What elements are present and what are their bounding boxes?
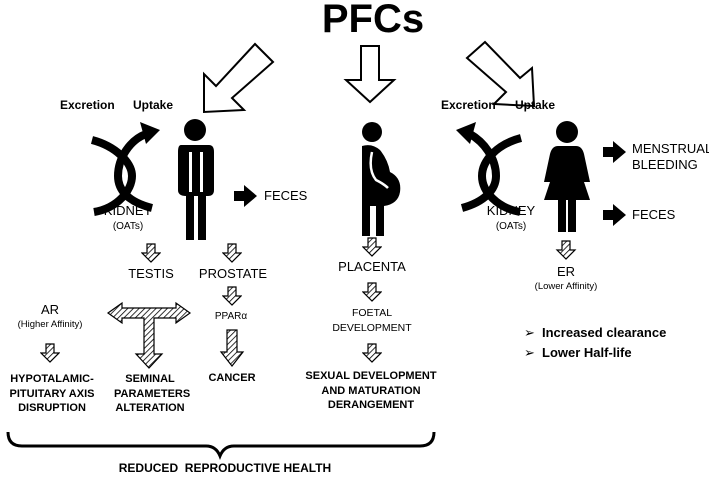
brace-icon xyxy=(6,431,436,461)
ppar-label: PPARα xyxy=(214,311,248,322)
ar-label: AR xyxy=(40,302,60,317)
sexual-line: AND MATURATION xyxy=(321,384,421,397)
seminal-line: PARAMETERS xyxy=(114,387,191,400)
menstrual-bleeding-label: MENSTRUAL BLEEDING xyxy=(632,141,709,174)
placenta-label: PLACENTA xyxy=(338,259,406,274)
ar-affinity-label: (Higher Affinity) xyxy=(17,319,83,330)
seminal-label: SEMINAL PARAMETERS ALTERATION xyxy=(114,372,191,416)
hatched-arrow-icon xyxy=(219,329,245,367)
sexual-development-label: SEXUAL DEVELOPMENT AND MATURATION DERANG… xyxy=(300,369,442,413)
foetal-line: FOETAL xyxy=(351,307,393,319)
hatched-arrow-icon xyxy=(362,343,382,363)
solid-arrow-icon xyxy=(603,141,626,163)
male-excretion-label: Excretion xyxy=(60,98,115,112)
female-excretion-label: Excretion xyxy=(441,98,496,112)
testis-label: TESTIS xyxy=(128,266,174,281)
sexual-line: DERANGEMENT xyxy=(327,399,415,412)
hatched-arrow-icon xyxy=(141,243,161,263)
cancer-label: CANCER xyxy=(208,372,256,384)
hpa-disruption-label: HYPOTALAMIC- PITUITARY AXIS DISRUPTION xyxy=(0,372,104,416)
sexual-line: SEXUAL DEVELOPMENT xyxy=(305,370,437,382)
bullet-lower-half-life: ➢ Lower Half-life xyxy=(524,345,632,361)
er-affinity-label: (Lower Affinity) xyxy=(534,281,598,292)
footer-label: REDUCED REPRODUCTIVE HEALTH xyxy=(118,461,332,475)
female-feces-label: FECES xyxy=(632,207,676,222)
page-title: PFCs xyxy=(321,0,425,41)
bullet-text: Lower Half-life xyxy=(542,345,632,360)
hollow-arrow-icon xyxy=(203,42,275,114)
female-kidney-label: KIDNEY xyxy=(486,203,536,218)
solid-arrow-icon xyxy=(234,185,257,207)
hatched-arrow-icon xyxy=(222,243,242,263)
male-oats-label: (OATs) xyxy=(112,221,144,232)
hpa-line: DISRUPTION xyxy=(18,402,86,415)
pregnant-figure-icon xyxy=(362,122,401,236)
bullet-arrow-icon: ➢ xyxy=(524,345,535,360)
bullet-text: Increased clearance xyxy=(542,325,667,340)
hatched-arrow-icon xyxy=(362,282,382,302)
hpa-line: PITUITARY AXIS xyxy=(9,387,95,400)
female-uptake-label: Uptake xyxy=(515,98,556,112)
male-figure-icon xyxy=(178,119,214,240)
hatched-arrow-icon xyxy=(222,286,242,306)
menstrual-line: BLEEDING xyxy=(632,157,698,173)
hollow-arrow-icon xyxy=(465,40,536,108)
male-feces-label: FECES xyxy=(264,188,308,203)
male-uptake-label: Uptake xyxy=(133,98,174,112)
hatched-arrow-icon xyxy=(40,343,60,363)
hatched-arrow-icon xyxy=(556,240,576,260)
curved-arrow-icon xyxy=(90,122,160,216)
hatched-arrow-icon xyxy=(106,301,192,369)
prostate-label: PROSTATE xyxy=(198,266,268,281)
hpa-line: HYPOTALAMIC- xyxy=(10,373,94,385)
er-label: ER xyxy=(556,264,576,279)
solid-arrow-icon xyxy=(603,204,626,226)
bullet-increased-clearance: ➢ Increased clearance xyxy=(524,325,666,341)
female-figure-icon xyxy=(544,121,590,232)
seminal-line: SEMINAL xyxy=(125,373,175,385)
curved-arrow-icon xyxy=(456,122,523,216)
hollow-arrow-icon xyxy=(343,45,397,104)
male-kidney-label: KIDNEY xyxy=(103,203,153,218)
menstrual-line: MENSTRUAL xyxy=(632,141,709,156)
foetal-line: DEVELOPMENT xyxy=(332,321,412,334)
female-oats-label: (OATs) xyxy=(495,221,527,232)
hatched-arrow-icon xyxy=(362,237,382,257)
seminal-line: ALTERATION xyxy=(115,402,185,415)
bullet-arrow-icon: ➢ xyxy=(524,325,535,340)
foetal-label: FOETAL DEVELOPMENT xyxy=(320,306,424,335)
